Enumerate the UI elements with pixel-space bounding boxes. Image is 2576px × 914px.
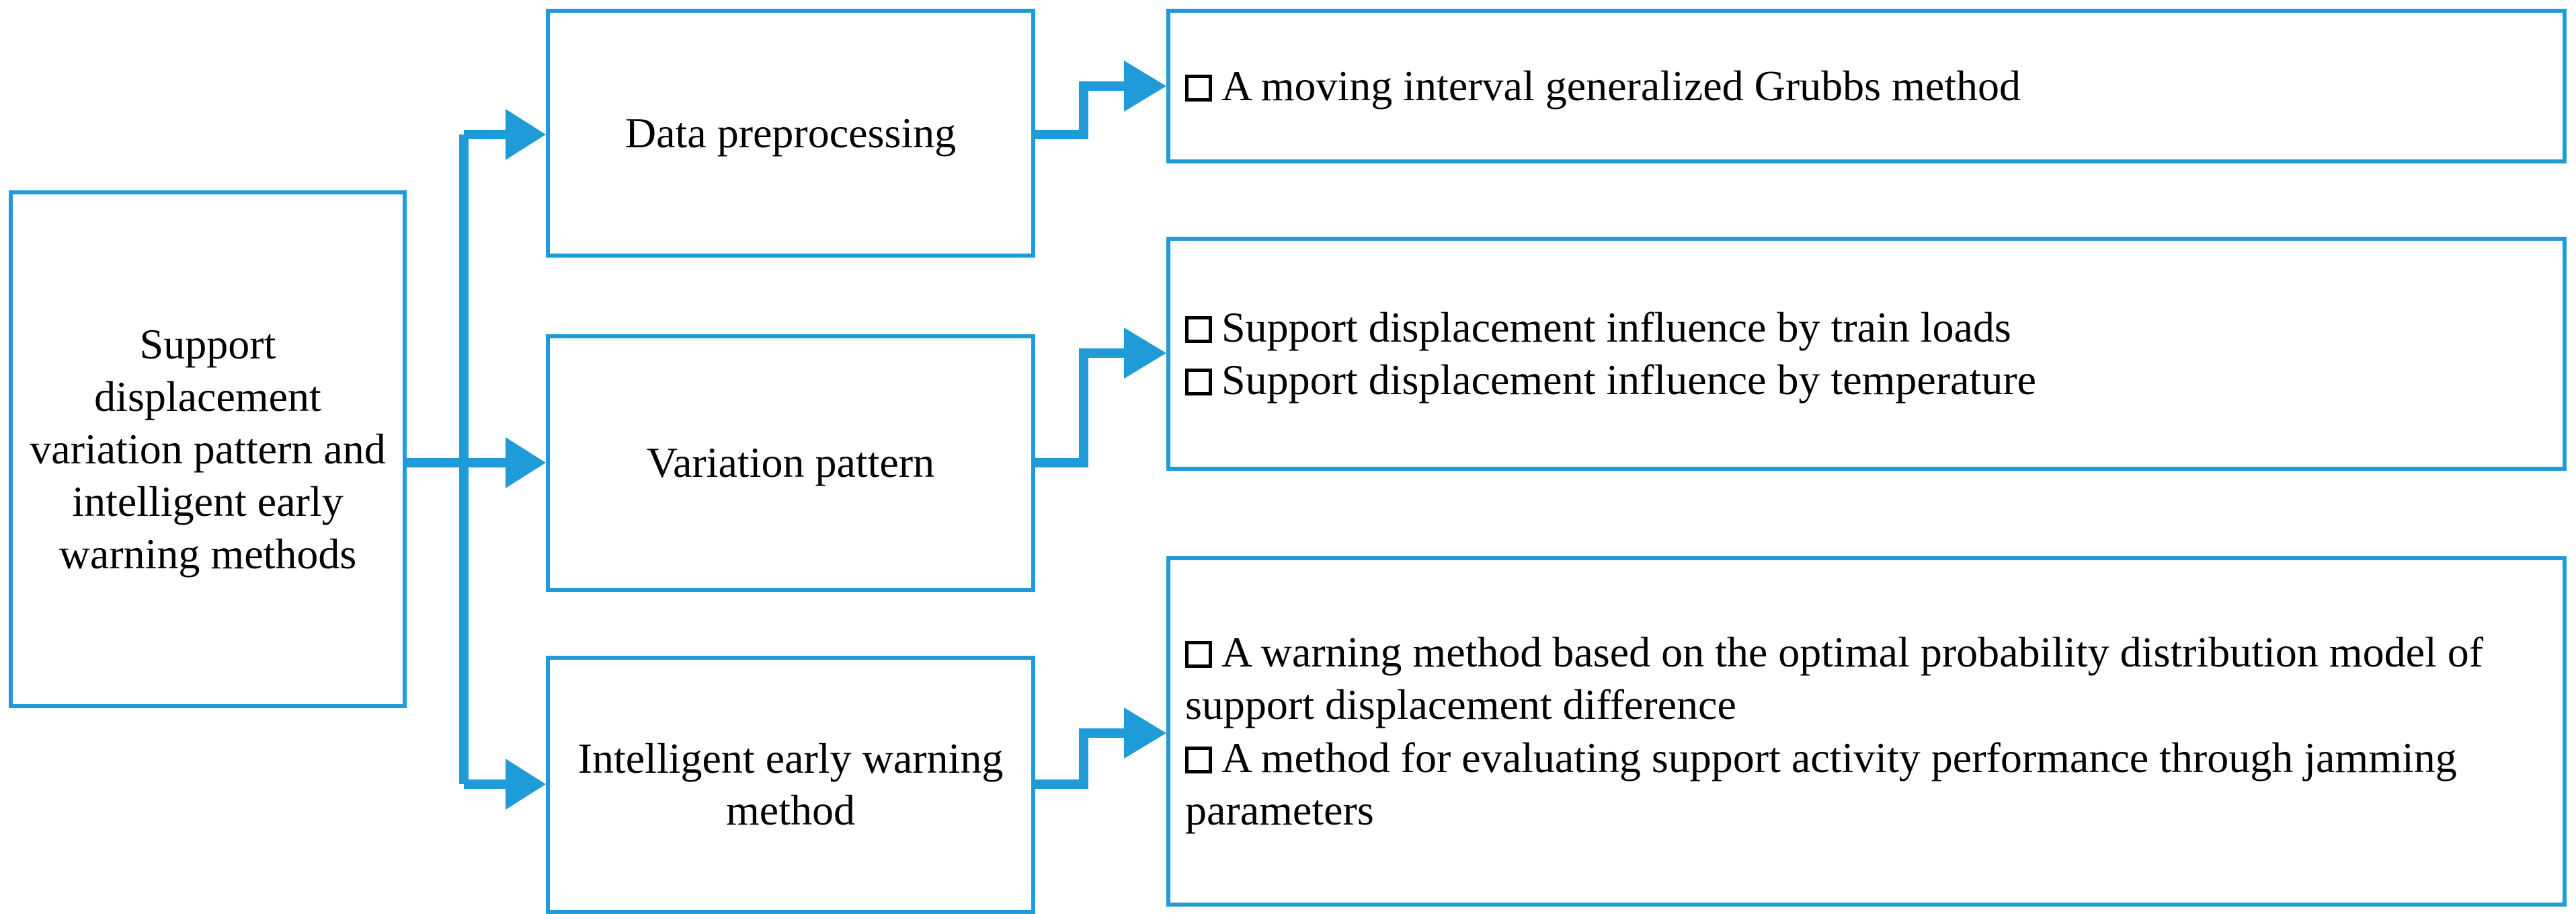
- detail-node-data-preprocessing[interactable]: A moving interval generalized Grubbs met…: [1166, 9, 2567, 163]
- list-item[interactable]: A method for evaluating support activity…: [1185, 732, 2563, 837]
- list-item-label: A method for evaluating support activity…: [1185, 733, 2457, 834]
- detail-node-variation-pattern[interactable]: Support displacement influence by train …: [1166, 237, 2567, 471]
- stage-node-label: Data preprocessing: [625, 108, 957, 157]
- checkbox-icon[interactable]: [1185, 746, 1212, 773]
- checkbox-icon[interactable]: [1185, 315, 1212, 343]
- detail-list: Support displacement influence by train …: [1170, 301, 2563, 406]
- arrowhead-stage-2: [506, 437, 546, 488]
- arrowhead-detail-1: [1124, 61, 1166, 112]
- stage-node-intelligent-early-warning-method[interactable]: Intelligent early warning method: [546, 656, 1035, 914]
- detail-node-intelligent-early-warning-method[interactable]: A warning method based on the optimal pr…: [1166, 556, 2567, 907]
- list-item-label: Support displacement influence by temper…: [1221, 356, 2037, 404]
- root-node[interactable]: Support displacement variation pattern a…: [9, 190, 407, 708]
- connector-stage-1-to-detail-1: [1035, 81, 1129, 139]
- arrowhead-stage-3: [506, 759, 546, 810]
- list-item[interactable]: Support displacement influence by temper…: [1185, 354, 2563, 406]
- list-item-label: Support displacement influence by train …: [1221, 303, 2011, 351]
- detail-list: A moving interval generalized Grubbs met…: [1170, 60, 2563, 112]
- detail-list: A warning method based on the optimal pr…: [1170, 626, 2563, 836]
- list-item[interactable]: A warning method based on the optimal pr…: [1185, 626, 2563, 731]
- arrowhead-detail-2: [1124, 328, 1166, 379]
- list-item[interactable]: A moving interval generalized Grubbs met…: [1185, 60, 2563, 112]
- arrowhead-detail-3: [1124, 708, 1166, 759]
- list-item-label: A moving interval generalized Grubbs met…: [1221, 61, 2021, 110]
- checkbox-icon[interactable]: [1185, 369, 1212, 395]
- checkbox-icon[interactable]: [1185, 74, 1212, 102]
- stage-node-label: Intelligent early warning method: [577, 734, 1004, 834]
- checkbox-icon[interactable]: [1185, 641, 1212, 669]
- root-node-label: Support displacement variation pattern a…: [30, 319, 386, 578]
- connector-stage-3-to-detail-3: [1035, 728, 1129, 789]
- stage-node-label: Variation pattern: [646, 439, 935, 487]
- list-item[interactable]: Support displacement influence by train …: [1185, 301, 2563, 354]
- arrowhead-stage-1: [506, 109, 546, 160]
- connector-stage-2-to-detail-2: [1035, 348, 1129, 467]
- stage-node-data-preprocessing[interactable]: Data preprocessing: [546, 9, 1035, 258]
- stage-node-variation-pattern[interactable]: Variation pattern: [546, 334, 1035, 592]
- list-item-label: A warning method based on the optimal pr…: [1185, 628, 2484, 729]
